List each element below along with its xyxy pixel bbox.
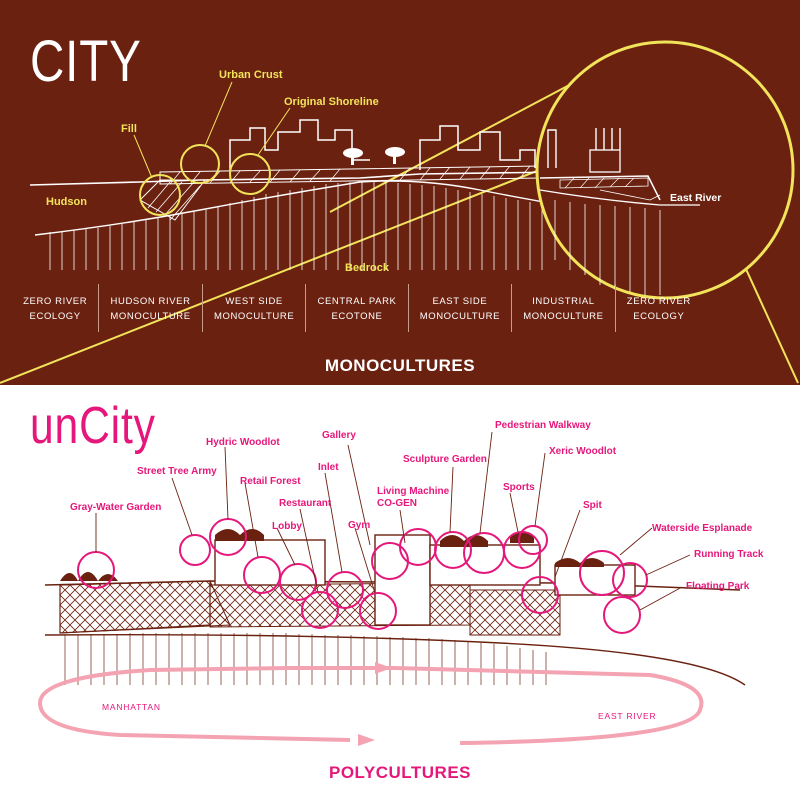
central-park-trees (343, 147, 405, 165)
zone-6: ZERO RIVERECOLOGY (616, 284, 702, 332)
urban-crust-callout-circle (181, 145, 219, 183)
uncity-hatch-mid (210, 583, 470, 627)
shoreline-callout-circle (230, 154, 270, 194)
running-track-label: Running Track (694, 549, 763, 560)
co-gen-label: CO-GEN (377, 498, 417, 509)
waterside-esplanade-label: Waterside Esplanade (652, 523, 752, 534)
monocultures-heading: MONOCULTURES (250, 356, 550, 376)
arrow-head-bottom (358, 734, 375, 746)
city-skyline-east (420, 126, 535, 170)
gallery-label: Gallery (322, 430, 356, 441)
east-river-magnifier (537, 42, 793, 298)
manhattan-arrow-label: MANHATTAN (102, 702, 161, 712)
restaurant-label: Restaurant (279, 498, 331, 509)
city-pilings (50, 182, 542, 270)
xeric-woodlot-label: Xeric Woodlot (549, 446, 616, 457)
street-tree-army-label: Street Tree Army (137, 466, 217, 477)
living-machine-label: Living Machine (377, 486, 449, 497)
hudson-label: Hudson (46, 196, 87, 208)
uncity-pilings (65, 633, 546, 685)
retail-forest-label: Retail Forest (240, 476, 301, 487)
lobby-label: Lobby (272, 521, 302, 532)
floating-park-label: Floating Park (686, 581, 749, 592)
uncity-title: unCity (30, 398, 156, 454)
uncity-ground-bottom (45, 635, 745, 685)
uncity-hatch-left (60, 581, 230, 633)
callout-street-tree (180, 535, 210, 565)
east-river-label: East River (670, 192, 721, 204)
zone-strip: ZERO RIVERECOLOGY HUDSON RIVERMONOCULTUR… (12, 284, 702, 332)
fill-label: Fill (121, 123, 137, 135)
arrow-top-right (395, 668, 701, 743)
city-fill-wedge (140, 180, 205, 220)
city-skyline (230, 120, 370, 172)
hydric-woodlot-label: Hydric Woodlot (206, 437, 280, 448)
callout-gray-water (78, 552, 114, 588)
zone-5: INDUSTRIALMONOCULTURE (512, 284, 616, 332)
zone-2: WEST SIDEMONOCULTURE (203, 284, 307, 332)
original-shoreline-label: Original Shoreline (284, 96, 379, 108)
sports-label: Sports (503, 482, 535, 493)
zone-0: ZERO RIVERECOLOGY (12, 284, 99, 332)
gym-label: Gym (348, 520, 370, 531)
inlet-label: Inlet (318, 462, 339, 473)
zone-3: CENTRAL PARKECOTONE (306, 284, 408, 332)
zone-4: EAST SIDEMONOCULTURE (409, 284, 513, 332)
urban-crust-label: Urban Crust (219, 69, 283, 81)
zoom-wedge-lower-line (0, 150, 590, 383)
bedrock-label: Bedrock (345, 262, 389, 274)
polycultures-heading: POLYCULTURES (250, 763, 550, 783)
sculpture-garden-label: Sculpture Garden (403, 454, 487, 465)
spit-label: Spit (583, 500, 602, 511)
gray-water-garden-label: Gray-Water Garden (70, 502, 161, 513)
urban-crust-leader (205, 82, 232, 146)
city-title: CITY (30, 32, 142, 92)
pedestrian-walkway-label: Pedestrian Walkway (495, 420, 591, 431)
callout-floating (604, 597, 640, 633)
fill-leader (134, 135, 152, 178)
east-river-arrow-label: EAST RIVER (598, 711, 656, 721)
arrow-head-top (375, 662, 392, 674)
zone-1: HUDSON RIVERMONOCULTURE (99, 284, 203, 332)
